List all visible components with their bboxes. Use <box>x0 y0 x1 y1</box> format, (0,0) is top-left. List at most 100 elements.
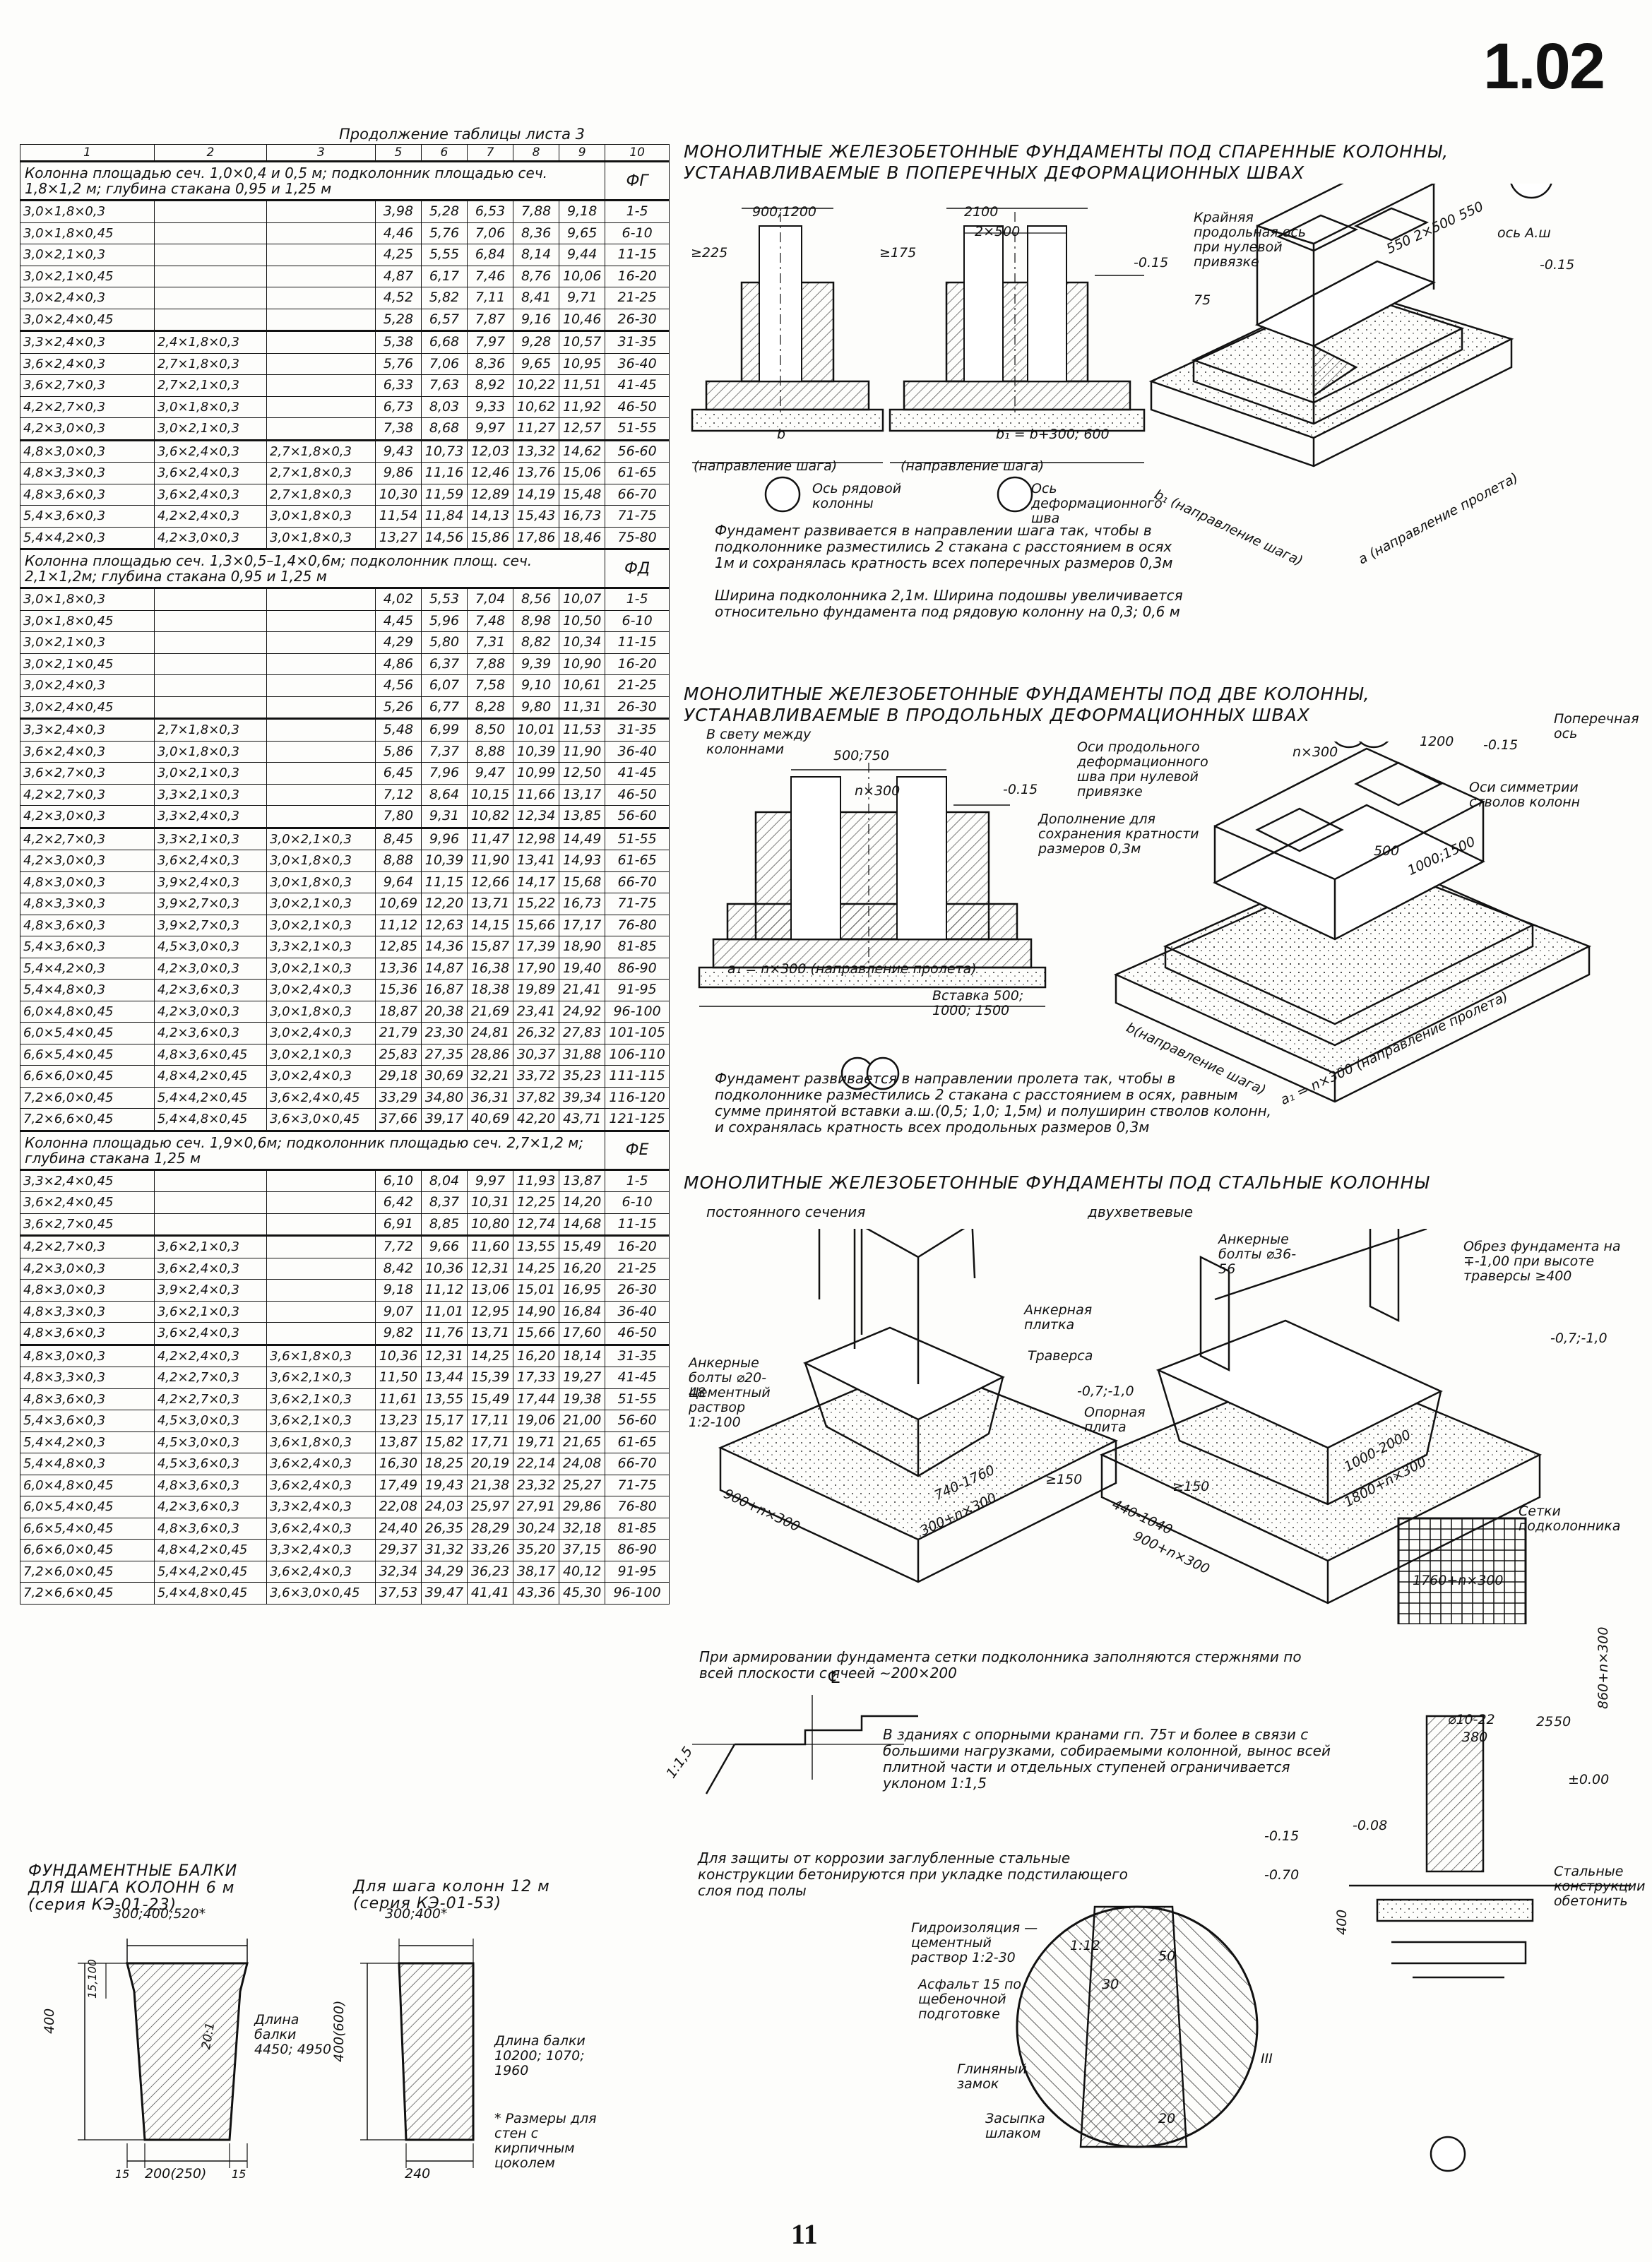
dimension-cell: 3,6×2,4×0,3 <box>266 1474 376 1496</box>
dimension-cell: 3,0×1,8×0,3 <box>153 740 267 763</box>
volume-cell: 14,19 <box>513 483 560 506</box>
volume-cell: 6,53 <box>466 199 514 223</box>
beam2-length: Длина балки 10200; 1070; 1960 <box>494 2033 586 2078</box>
volume-cell: 16,20 <box>513 1343 560 1367</box>
s3-mark-07-2: -0,7;-1,0 <box>1550 1331 1608 1346</box>
mark-cell: 71-75 <box>605 1474 670 1496</box>
dimension-cell: 7,2×6,6×0,45 <box>20 1582 155 1605</box>
column-header: 9 <box>559 144 606 162</box>
volume-cell: 7,38 <box>374 417 422 441</box>
volume-cell: 12,50 <box>559 762 606 785</box>
group-title-row: Колонна площадью сеч. 1,0×0,4 и 0,5 м; п… <box>19 160 670 201</box>
dimension-cell: 3,6×1,8×0,3 <box>266 1431 376 1453</box>
column-header: 1 <box>20 144 155 162</box>
s3-anchor-plate: Анкерная плитка <box>1024 1302 1093 1333</box>
mark-cell: 21-25 <box>605 1257 670 1280</box>
dimension-cell: 4,8×4,2×0,45 <box>153 1539 267 1561</box>
volume-cell: 4,52 <box>374 287 422 309</box>
dimension-cell: 3,3×2,4×0,3 <box>20 718 155 742</box>
volume-cell: 21,69 <box>466 1000 514 1023</box>
volume-cell: 9,16 <box>513 308 560 331</box>
mark-cell: 86-90 <box>605 957 670 980</box>
volume-cell: 13,71 <box>466 893 514 915</box>
volume-cell: 18,38 <box>466 979 514 1001</box>
volume-cell: 11,01 <box>420 1300 468 1323</box>
volume-cell: 15,48 <box>559 483 606 506</box>
volume-cell: 11,93 <box>513 1168 560 1192</box>
volume-cell: 14,36 <box>420 936 468 958</box>
mark-cell: 91-95 <box>605 1560 670 1583</box>
volume-cell: 12,57 <box>559 417 606 441</box>
s1-dim-900: 900;1200 <box>752 204 817 220</box>
mark-cell: 16-20 <box>605 1234 670 1258</box>
volume-cell: 9,65 <box>513 352 560 375</box>
dimension-cell: 4,8×3,6×0,3 <box>20 1322 155 1345</box>
volume-cell: 6,68 <box>420 330 468 354</box>
volume-cell: 7,63 <box>420 374 468 397</box>
volume-cell: 41,41 <box>466 1582 514 1605</box>
dimension-cell: 3,0×2,4×0,3 <box>20 287 155 309</box>
volume-cell: 35,20 <box>513 1539 560 1561</box>
dimension-cell: 3,6×1,8×0,3 <box>266 1343 376 1367</box>
volume-cell: 4,56 <box>374 674 422 697</box>
volume-cell: 8,68 <box>420 417 468 441</box>
volume-cell: 42,20 <box>513 1108 560 1131</box>
volume-cell: 19,06 <box>513 1410 560 1432</box>
dimension-cell: 4,2×2,4×0,3 <box>153 505 267 528</box>
volume-cell: 15,82 <box>420 1431 468 1453</box>
volume-cell: 19,71 <box>513 1431 560 1453</box>
mark-cell: 31-35 <box>605 1343 670 1367</box>
mark-cell: 46-50 <box>605 1322 670 1345</box>
dimension-cell: 3,0×1,8×0,3 <box>266 850 376 872</box>
volume-cell: 15,36 <box>374 979 422 1001</box>
dimension-cell: 3,6×2,4×0,3 <box>20 352 155 375</box>
mark-cell: 36-40 <box>605 740 670 763</box>
volume-cell: 21,65 <box>559 1431 606 1453</box>
beam1-width-dim: 300;400;520* <box>113 1906 206 1922</box>
dimension-cell: 6,0×4,8×0,45 <box>20 1474 155 1496</box>
dimension-cell: 4,8×3,6×0,3 <box>20 1388 155 1410</box>
volume-cell: 15,66 <box>513 1322 560 1345</box>
page-number: 11 <box>791 2218 818 2250</box>
dimension-cell: 6,6×5,4×0,45 <box>20 1043 155 1066</box>
beam1-top-dim: 15,100 <box>85 1959 99 1999</box>
volume-cell: 18,90 <box>559 936 606 958</box>
mark-cell: 11-15 <box>605 631 670 654</box>
dimension-cell <box>266 1168 376 1192</box>
volume-cell: 34,80 <box>420 1086 468 1109</box>
dimension-cell: 3,0×1,8×0,3 <box>20 199 155 223</box>
column-header: 5 <box>374 144 422 162</box>
s3-mesh-50: 50 <box>1554 1714 1571 1730</box>
s4-dim-380: 380 <box>1462 1730 1488 1745</box>
s1-dir1: (направление шага) <box>694 458 838 474</box>
volume-cell: 7,88 <box>513 199 560 223</box>
volume-cell: 14,90 <box>513 1300 560 1323</box>
volume-cell: 39,34 <box>559 1086 606 1109</box>
volume-cell: 10,46 <box>559 308 606 331</box>
s1-dim-175: ≥175 <box>879 245 917 261</box>
volume-cell: 37,66 <box>374 1108 422 1131</box>
volume-cell: 10,34 <box>559 631 606 654</box>
dimension-cell: 2,7×2,1×0,3 <box>153 374 267 397</box>
volume-cell: 8,82 <box>513 631 560 654</box>
dimension-cell <box>153 1191 267 1214</box>
s1-iso-axis2: ось А.ш <box>1497 225 1551 241</box>
volume-cell: 10,39 <box>420 850 468 872</box>
dimension-cell: 3,6×2,4×0,45 <box>20 1191 155 1214</box>
dimension-cell: 4,2×3,0×0,3 <box>20 805 155 828</box>
dimension-cell <box>266 587 376 611</box>
dimension-cell: 4,8×3,3×0,3 <box>20 893 155 915</box>
mark-cell: 36-40 <box>605 352 670 375</box>
dimension-cell: 4,8×3,0×0,3 <box>20 1343 155 1367</box>
dimension-cell: 3,3×2,1×0,3 <box>153 783 267 806</box>
mark-cell: 96-100 <box>605 1582 670 1605</box>
